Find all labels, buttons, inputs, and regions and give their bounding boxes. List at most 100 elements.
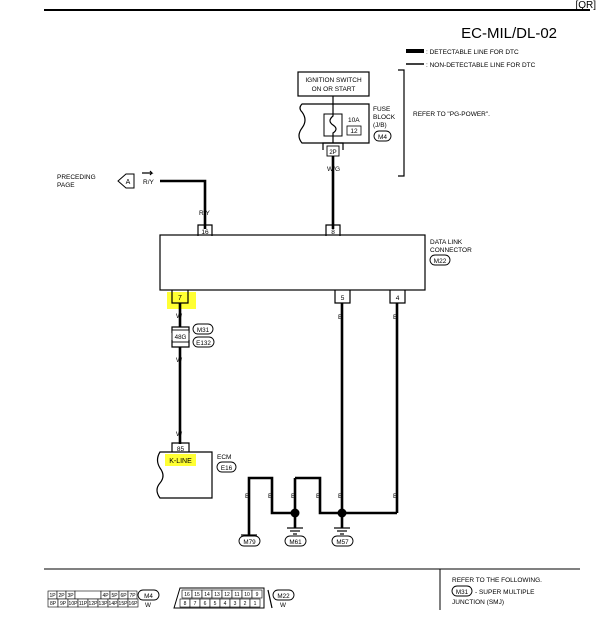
ground-icon-m61 <box>287 527 303 535</box>
ecm-connector: E16 <box>221 465 233 472</box>
dlc-pin7-highlight <box>167 292 196 309</box>
m4-top-pin-5-label: 5P <box>111 593 118 599</box>
m22-bottom-pin-3-label: 5 <box>214 601 217 607</box>
fuse-number: 12 <box>350 128 358 135</box>
joint-wire-below: W <box>176 357 183 364</box>
m4-bottom-pin-6-label: 14P <box>109 601 119 607</box>
m22-bottom-pin-4-label: 4 <box>224 601 227 607</box>
ecm-signal: K-LINE <box>169 458 192 465</box>
footer-m4: M4 <box>144 593 153 600</box>
dlc-pin8: 8 <box>331 229 335 236</box>
m22-bottom-pin-0-label: 8 <box>184 601 187 607</box>
footer-refer1: REFER TO THE FOLLOWING. <box>452 577 542 584</box>
footer-m4-oval <box>137 589 160 601</box>
m4-bottom-pin-8-cell <box>127 598 139 608</box>
ignition-switch-box <box>297 71 370 97</box>
dlc-pin8-frame <box>325 224 341 236</box>
dlc-pin7: 7 <box>178 295 182 302</box>
legend-detectable: : DETECTABLE LINE FOR DTC <box>426 49 519 56</box>
ground-wire-left <box>247 476 295 535</box>
m4-top-pin-4-label: 4P <box>102 593 109 599</box>
dlc-pin5-wire: B <box>338 314 342 321</box>
splice-point-left <box>290 508 300 518</box>
fuse-amp: 10A <box>348 117 360 124</box>
joint-wire-above-ecm: W <box>176 431 183 438</box>
m4-top-pin-2-label: 3P <box>67 593 74 599</box>
ground-m61-oval <box>284 535 307 547</box>
m22-bottom-pin-2-label: 6 <box>204 601 207 607</box>
preceding-line1: PRECEDING <box>57 174 96 181</box>
fuse-number-box <box>346 125 362 136</box>
ecm-label: ECM <box>217 454 231 461</box>
fuse-connector-oval <box>373 130 392 142</box>
joint-conn-top-oval <box>192 323 214 335</box>
m22-bottom-pin-7-cell <box>249 598 261 608</box>
refer-bracket <box>398 69 405 177</box>
footer-m22-color: W <box>280 602 286 609</box>
ground-wire-label-1: B <box>245 493 249 500</box>
ground-wire-label-2: B <box>268 493 272 500</box>
dlc-pin16: 16 <box>201 229 209 236</box>
ground-m61: M61 <box>289 539 302 546</box>
footer-m4-color: W <box>145 602 151 609</box>
m4-top-pin-6-label: 6P <box>120 593 127 599</box>
m22-bottom-pin-1-label: 7 <box>194 601 197 607</box>
m22-top-pin-3-label: 13 <box>214 592 220 598</box>
splice-point-right <box>337 508 347 518</box>
dlc-label1: DATA LINK <box>430 239 463 246</box>
footer-m22-oval <box>272 589 295 601</box>
m22-bottom-pin-5-label: 3 <box>234 601 237 607</box>
footer-refer2: - SUPER MULTIPLE <box>475 589 535 596</box>
m4-bottom-pin-8-label: 16P <box>129 601 139 607</box>
page-title: EC-MIL/DL-02 <box>461 25 557 42</box>
ground-m79-oval <box>238 535 261 547</box>
m22-bottom-pin-6-label: 2 <box>244 601 247 607</box>
joint-conn-bottom-oval <box>192 336 215 348</box>
preceding-tag-letter: A <box>126 179 131 186</box>
m22-top-pin-7-label: 9 <box>256 592 259 598</box>
joint-conn-top: M31 <box>197 327 210 334</box>
footer-refer-oval <box>451 585 473 597</box>
m4-bottom-pin-1-label: 9P <box>60 601 67 607</box>
dlc-connector: M22 <box>434 258 447 265</box>
m4-top-pin-7-label: 7P <box>129 593 136 599</box>
ground-m57: M57 <box>336 539 349 546</box>
ecm-pin: 85 <box>177 446 185 453</box>
m22-top-pin-6-label: 10 <box>244 592 250 598</box>
footer-m22: M22 <box>277 593 290 600</box>
dlc-pin4-wire: B <box>393 314 397 321</box>
m4-top-pin-1-label: 2P <box>58 593 65 599</box>
ground-wire-label-5: B <box>338 493 342 500</box>
ground-m57-oval <box>331 535 354 547</box>
ground-icon-m57 <box>334 527 350 535</box>
ecm-connector-oval <box>216 461 237 473</box>
data-link-connector-box <box>159 234 426 291</box>
m4-bottom-pin-3-label: 11P <box>79 601 88 607</box>
fuse-label2: BLOCK <box>373 114 396 121</box>
dlc-pin5: 5 <box>341 295 345 302</box>
m22-top-pin-2-label: 14 <box>204 592 210 598</box>
preceding-tag <box>117 173 135 189</box>
ecm-pin-frame <box>171 442 190 452</box>
dlc-label2: CONNECTOR <box>430 247 472 254</box>
footer-refer-conn: M31 <box>456 589 469 596</box>
legend-non-detectable: : NON-DETECTABLE LINE FOR DTC <box>426 62 536 69</box>
ground-wire-label-4: B <box>316 493 320 500</box>
m4-bottom-pin-4-label: 12P <box>89 601 99 607</box>
preceding-arrow-icon <box>142 170 154 176</box>
m22-top-pin-0-label: 16 <box>184 592 190 598</box>
ground-wire-label-6: B <box>393 493 397 500</box>
m22-top-pin-7-cell <box>251 589 263 599</box>
ignition-line2: ON OR START <box>312 86 356 93</box>
fuse-label3: (J/B) <box>373 122 387 129</box>
fuse-icon <box>329 104 337 143</box>
ignition-line1: IGNITION SWITCH <box>305 77 362 84</box>
m4-bottom-pin-7-label: 15P <box>119 601 129 607</box>
preceding-wire: R/Y <box>143 179 155 186</box>
m22-top-pin-4-label: 12 <box>224 592 230 598</box>
joint-pin-box <box>171 329 190 343</box>
m22-top-pin-5-label: 11 <box>234 592 239 598</box>
